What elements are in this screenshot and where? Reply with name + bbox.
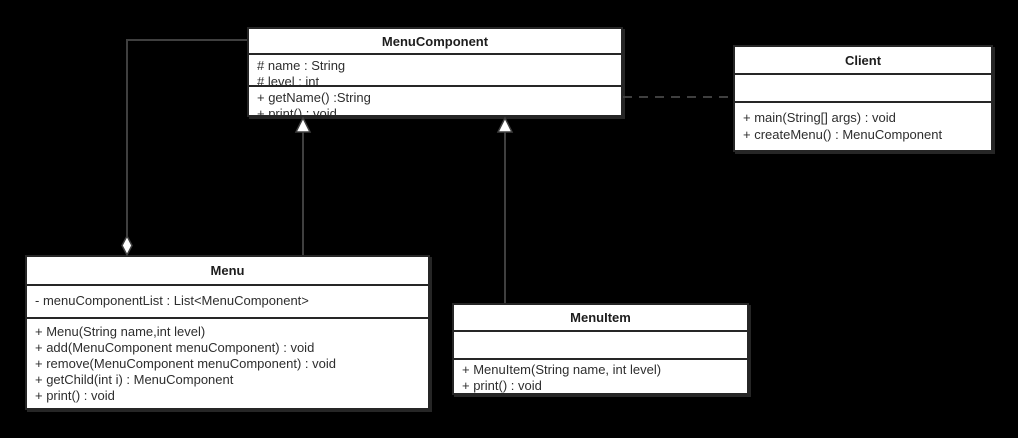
class-client: Client + main(String[] args) : void + cre… bbox=[733, 45, 993, 152]
class-title: MenuItem bbox=[570, 310, 631, 325]
method-row: + Menu(String name,int level) bbox=[35, 324, 206, 339]
class-methods: + Menu(String name,int level)+ add(MenuC… bbox=[27, 317, 428, 408]
class-attributes bbox=[735, 73, 991, 101]
method-row: + MenuItem(String name, int level) bbox=[462, 362, 662, 377]
attribute-row: # level : int bbox=[257, 74, 320, 85]
class-methods: + main(String[] args) : void + createMenu… bbox=[735, 101, 991, 150]
generalization-edge-menu-menucomponent bbox=[294, 116, 312, 255]
class-methods: + getName() :String+ print() : void bbox=[249, 85, 621, 115]
method-row: + add(MenuComponent menuComponent) : voi… bbox=[35, 340, 315, 355]
method-row: + main(String[] args) : void bbox=[743, 110, 896, 125]
method-row: + createMenu() : MenuComponent bbox=[743, 127, 943, 142]
inheritance-arrow-icon bbox=[496, 116, 514, 133]
attribute-row: # name : String bbox=[257, 58, 346, 73]
method-row: + remove(MenuComponent menuComponent) : … bbox=[35, 356, 336, 371]
class-attributes: # name : String# level : int bbox=[249, 53, 621, 85]
method-row: + print() : void bbox=[462, 378, 542, 393]
aggregation-diamond-icon bbox=[121, 234, 133, 257]
inheritance-arrow-icon bbox=[294, 116, 312, 133]
class-menucomponent: MenuComponent # name : String# level : i… bbox=[247, 27, 623, 117]
aggregation-edge-menu-menucomponent bbox=[121, 39, 247, 257]
generalization-edge-menuitem-menucomponent bbox=[496, 116, 514, 303]
class-methods: + MenuItem(String name, int level)+ prin… bbox=[454, 358, 747, 393]
method-row: + getChild(int i) : MenuComponent bbox=[35, 372, 234, 387]
class-title: MenuComponent bbox=[381, 33, 489, 49]
class-title: Menu bbox=[210, 263, 245, 278]
class-attributes: - menuComponentList : List<MenuComponent… bbox=[27, 284, 428, 317]
class-title: Client bbox=[844, 52, 882, 68]
class-attributes bbox=[454, 330, 747, 358]
method-row: + getName() :String bbox=[257, 90, 371, 105]
attribute-row: - menuComponentList : List<MenuComponent… bbox=[35, 293, 309, 308]
method-row: + print() : void bbox=[257, 106, 337, 115]
method-row: + print() : void bbox=[35, 388, 115, 403]
class-menuitem: MenuItem + MenuItem(String name, int lev… bbox=[452, 303, 749, 395]
class-menu: Menu - menuComponentList : List<MenuComp… bbox=[25, 255, 430, 410]
